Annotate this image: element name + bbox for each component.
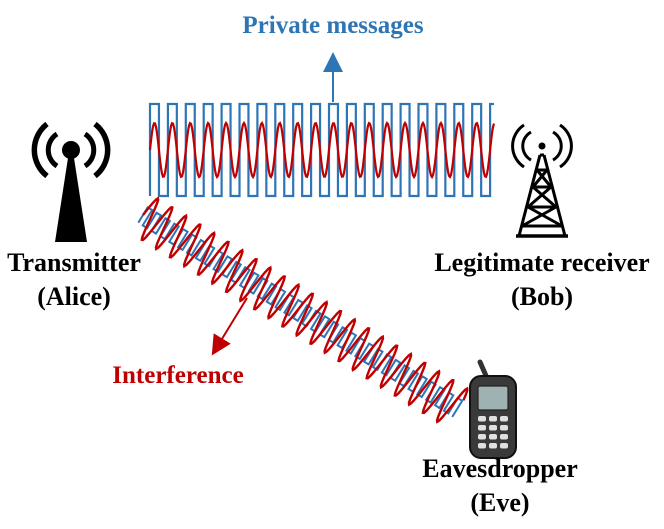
interference-arrow [211,297,248,356]
private-messages-label: Private messages [242,12,424,39]
eve-label: (Eve) [470,488,530,517]
keypad-key [478,425,486,431]
diagonal-signal [137,196,469,424]
keypad-key [500,416,508,422]
receiver-label: Legitimate receiver [434,248,650,277]
keypad-key [489,416,497,422]
keypad-key [500,425,508,431]
sine-wave-diagonal [140,196,469,424]
keypad-key [489,434,497,440]
keypad-key [500,443,508,449]
keypad-key [478,443,486,449]
square-wave-horizontal [148,102,494,198]
keypad-key [478,416,486,422]
transmitter-tower-icon [31,121,111,242]
receiver-tower-icon [511,123,573,238]
keypad-key [489,425,497,431]
sine-wave-horizontal [148,120,496,180]
keypad-key [489,443,497,449]
alice-label: (Alice) [37,282,111,311]
mobile-phone-icon [469,359,517,459]
bob-label: (Bob) [510,282,574,311]
interference-label: Interference [112,362,244,389]
keypad-key [478,434,486,440]
eavesdropper-label: Eavesdropper [422,454,578,483]
keypad-key [500,434,508,440]
transmitter-label: Transmitter [7,248,141,277]
